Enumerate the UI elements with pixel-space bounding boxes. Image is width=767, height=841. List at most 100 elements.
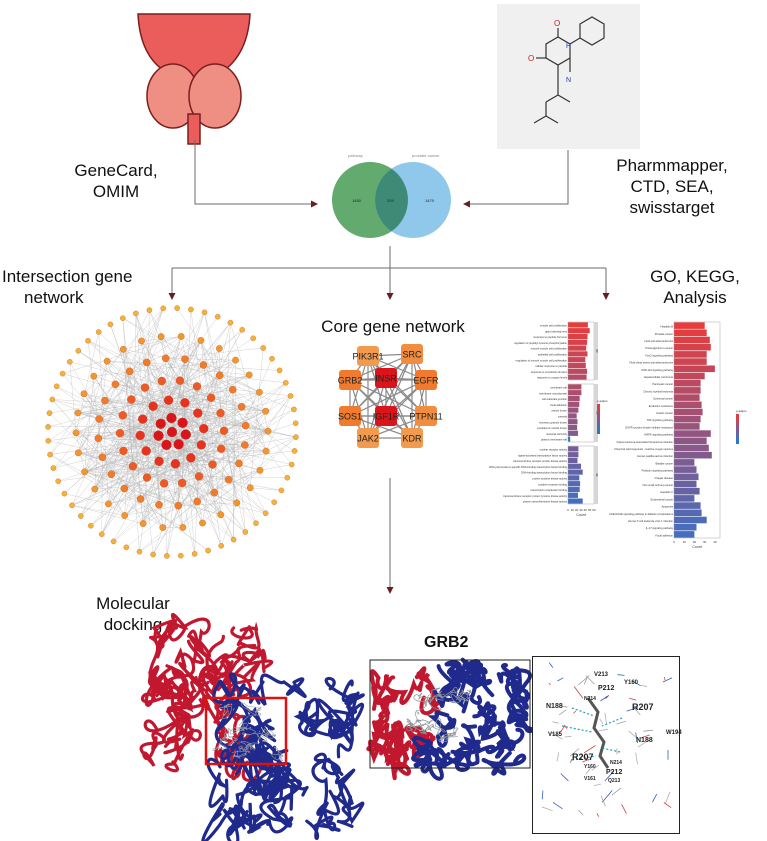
network-node [55,478,61,484]
network-node [157,333,165,340]
protein-ribbon [335,693,365,759]
network-node [119,446,128,456]
network-node [191,551,198,557]
network-node [157,376,166,386]
term-label: Hepatocellular carcinoma [644,375,674,379]
network-node [228,385,237,394]
network-node [262,447,270,455]
protein-ribbon [214,729,238,768]
zoom-protein-title: GRB2 [424,634,469,651]
network-node [75,348,82,354]
network-edge [84,376,94,472]
term-label: Chemical carcinogenesis - reactive oxyge… [614,447,674,451]
network-node [74,409,82,417]
enrichment-bar [674,451,712,459]
network-node [81,468,88,476]
protein-ribbon [406,711,421,733]
enrichment-bar [674,322,705,329]
protein-ribbon [238,741,255,752]
network-node [142,473,152,482]
enrichment-title: GO, KEGG, Analysis [640,266,750,308]
intersection-title-line-2: network [24,288,84,307]
residue-stick [541,806,553,811]
residue-stick [665,791,671,804]
residue-label: V213 [594,672,609,678]
network-edge [203,364,222,449]
venn-right-title: prostate cancer [412,153,440,158]
network-edge [124,419,143,489]
network-edge [102,457,163,528]
network-edge [146,308,164,363]
protein-ribbon [248,802,294,834]
protein-ribbon [420,723,432,735]
protein-ribbon [460,688,472,700]
network-edge [139,470,261,552]
network-node [291,406,297,413]
network-node [219,426,229,435]
network-edge [182,309,192,484]
term-label: protein tyrosine kinase activity [532,477,567,481]
enrichment-bar [674,523,697,531]
enrichment-bar [568,452,579,458]
term-label: Hepatitis B [660,325,673,329]
gene-database-line-2: OMIM [92,182,140,201]
network-node [69,502,75,509]
network-edge [129,371,221,414]
venn-left-title: pathway [348,153,363,158]
network-edge [190,423,296,458]
protein-ribbon [437,744,480,769]
network-edge [49,384,116,455]
axis-tick-label: 10 [571,508,575,512]
network-edge [108,431,173,504]
network-node [215,345,223,352]
network-edge [259,464,292,471]
network-edge [190,457,246,533]
network-edge [146,362,246,426]
network-node [107,321,114,328]
network-edge [78,452,282,491]
axis-tick-label: 50 [588,508,592,512]
facet-strip [594,384,598,442]
network-node [118,411,127,420]
enrichment-bar [674,444,709,452]
core-gene-node: PIK3R1 [352,346,384,366]
network-node [160,305,166,312]
term-label: neuronal cell body [546,432,568,436]
core-gene-node: KDR [401,428,423,448]
enrichment-bar [674,336,710,344]
residue-stick [596,813,600,817]
network-node [166,426,178,438]
network-node [197,337,205,344]
network-node [278,487,285,494]
protein-ribbon [481,751,527,776]
residue-stick [569,748,580,757]
network-node [105,500,112,508]
residue-stick [552,802,563,810]
network-edge [106,361,148,478]
protein-ribbon [293,700,325,738]
network-edge [220,322,231,515]
network-node [90,372,98,380]
protein-ribbon [212,679,265,714]
intersection-network-title: Intersection gene network [2,266,162,308]
network-edge [50,454,163,528]
protein-ribbon [313,752,356,808]
core-gene-node: SRC [401,344,423,364]
network-node [49,396,56,403]
protein-ribbon [371,719,387,746]
residue-stick [564,735,572,738]
enrichment-bar [674,531,695,538]
network-node [241,441,249,449]
network-edge [179,380,295,452]
network-edge [49,349,124,455]
term-label: Chronic myeloid leukemia [643,389,673,393]
legend-gradient-step [597,431,600,434]
term-label: membrane raft [550,386,567,390]
protein-ribbon [501,663,532,704]
enrichment-bar [568,339,588,345]
network-edge [203,364,260,393]
